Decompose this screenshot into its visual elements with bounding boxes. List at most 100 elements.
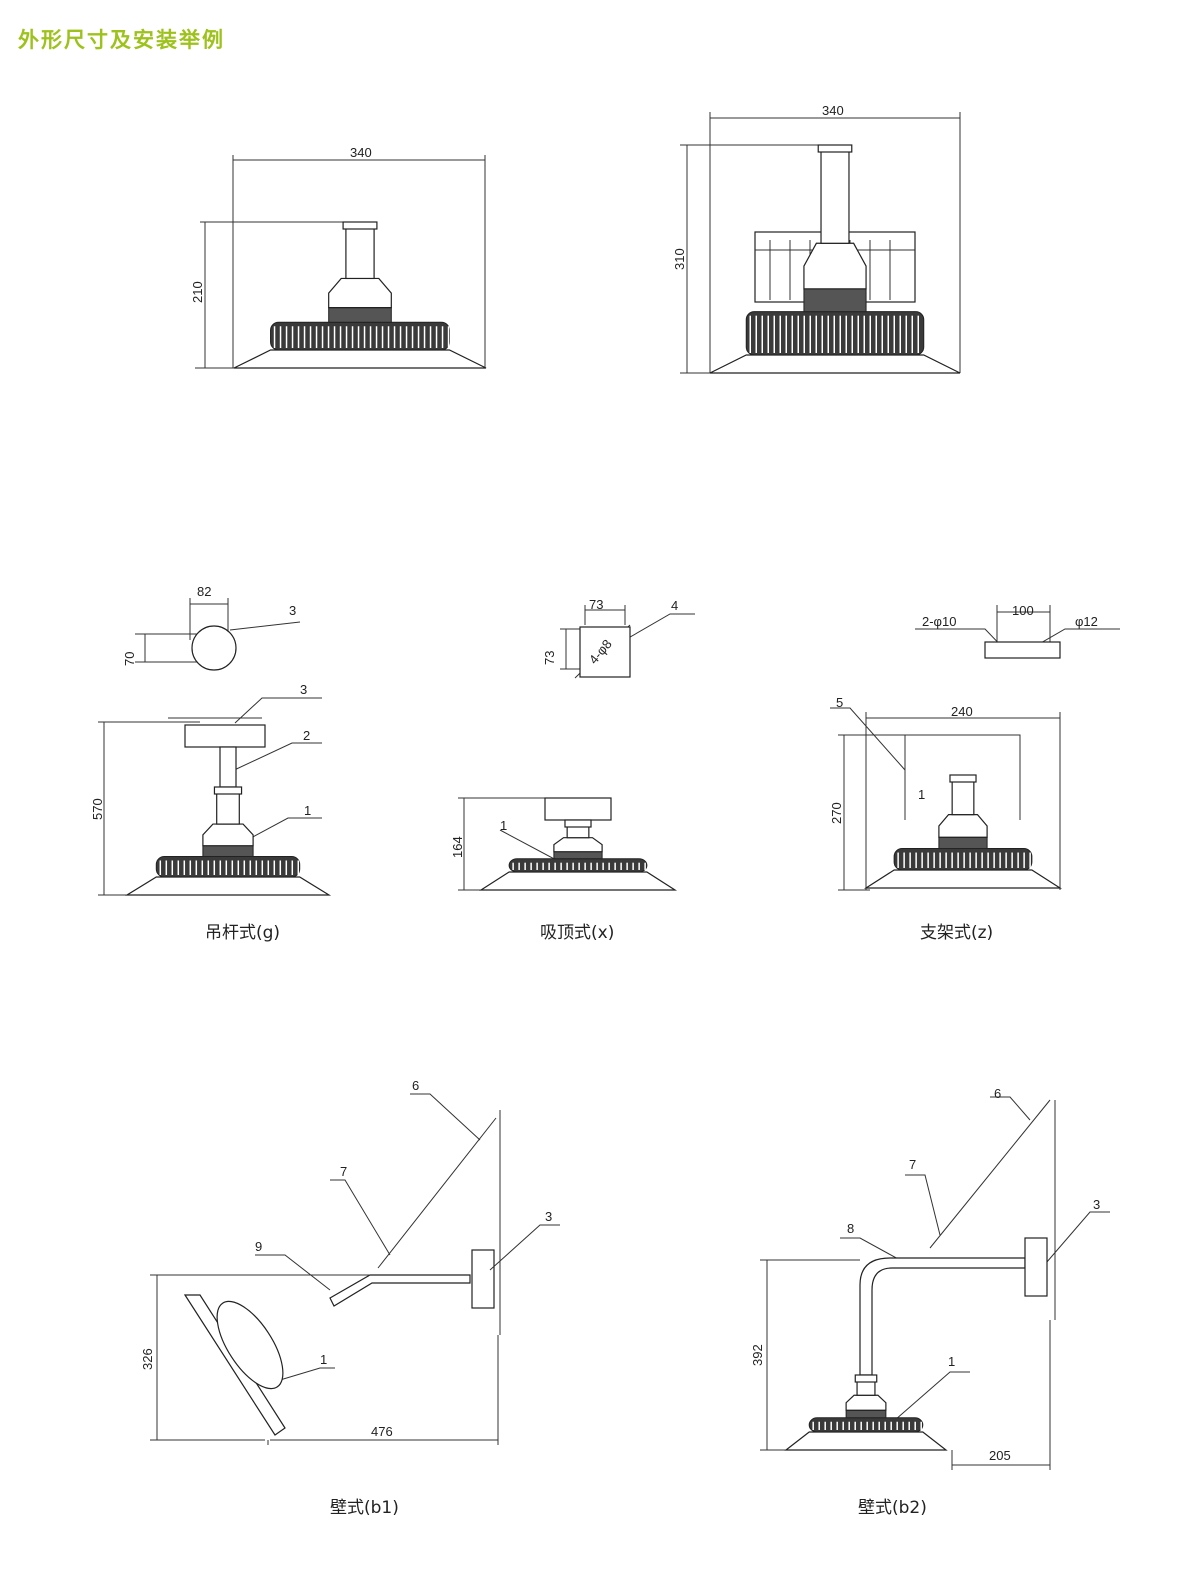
driver-ring [202,845,254,857]
caption: 壁式(b2) [858,1498,927,1518]
clamp-dims [135,598,301,663]
reflector [784,1431,948,1451]
caption: 吊杆式(g) [205,923,280,943]
spacing-label: 100 [1012,603,1034,618]
lamp-drawing [478,819,678,891]
lamp-body [553,837,603,853]
height-label: 164 [450,836,465,858]
lamp-body [938,814,988,838]
part-label: 1 [304,803,311,818]
arm [329,1274,471,1307]
caption: 吸顶式(x) [540,923,614,943]
cable-gland [566,825,590,839]
lamp-body [845,1394,887,1411]
lamp-drawing [709,144,961,374]
part-label: 5 [836,695,843,710]
figure-b1: 6 7 3 9 1 326 476 壁式(b1) [140,1078,560,1518]
part-label: 6 [994,1086,1001,1101]
wall-box [1024,1237,1048,1297]
figure-top-right: 340 310 [672,103,961,374]
part-label: 3 [1093,1197,1100,1212]
reflector [233,349,487,369]
lamp-body [803,242,867,290]
part-label: 6 [412,1078,419,1093]
gland-cap [213,786,243,795]
gland-cap [854,1374,878,1383]
dim-lines [830,707,1061,891]
chain-and-leaders [840,1096,1110,1421]
dim-lines [458,797,576,891]
dimension-lines [680,112,961,374]
lamp-tilted [216,1300,284,1390]
part-label: 3 [289,603,296,618]
height-label: 210 [190,281,205,303]
clamp [191,625,237,671]
cable-gland [820,150,850,244]
width-label: 205 [989,1448,1011,1463]
dim-lines [760,1259,1051,1470]
part-label: 1 [948,1354,955,1369]
part-label: 3 [545,1209,552,1224]
reflector [124,876,332,896]
box-dims [560,605,695,679]
driver-ring [328,307,392,323]
lamp-drawing [863,774,1063,889]
holes-label: 2-φ10 [922,614,956,629]
wall-box [471,1249,495,1309]
gland-cap [564,819,592,828]
part-label: 4 [671,598,678,613]
lamp-drawing [124,786,332,896]
chain-and-leaders [330,1093,497,1269]
dim-lines [150,1224,560,1445]
reflector [478,871,678,891]
caption: 壁式(b1) [330,1498,399,1518]
width-label: 340 [822,103,844,118]
hole-label: φ12 [1075,614,1098,629]
width-label: 340 [350,145,372,160]
heatsink [270,321,450,351]
part-label: 3 [300,682,307,697]
figure-z: 2-φ10 100 φ12 5 240 270 1 支架式(z) [829,603,1120,943]
lamp-drawing [233,221,487,369]
part-label: 2 [303,728,310,743]
page-title: 外形尺寸及安装举例 [18,28,225,52]
height-label: 326 [140,1348,155,1370]
cable-gland [951,780,975,816]
part-label: 7 [340,1164,347,1179]
ceiling-box [544,797,612,821]
driver-ring [803,288,867,313]
clamp-width-label: 82 [197,584,211,599]
part-label: 1 [500,818,507,833]
ceiling-clamp [184,724,266,748]
heatsink [893,848,1033,871]
lamp-drawing [784,1374,948,1451]
gland-cap [817,144,853,153]
height-label: 270 [829,802,844,824]
height-label: 570 [90,798,105,820]
lamp-body [202,823,254,847]
part-label: 7 [909,1157,916,1172]
caption: 支架式(z) [920,923,993,943]
box-height-label: 73 [542,651,557,665]
part-label: 8 [847,1221,854,1236]
cable-gland [216,792,240,825]
figure-top-left: 340 210 [190,145,487,369]
clamp-height-label: 70 [122,652,137,666]
arm [859,1257,1026,1376]
cable-gland [856,1380,876,1396]
figure-g: 82 70 3 3 2 1 570 吊杆式(g) [90,584,332,943]
bracket-plate [984,641,1061,659]
reflector-tilted [183,1294,286,1436]
driver-ring [938,836,988,850]
reflector [709,354,961,374]
driver-ring [845,1409,887,1419]
heatsink [508,858,648,873]
gland-cap [342,221,378,230]
cable-gland [345,227,375,280]
lamp-body [328,277,392,309]
junction-box [579,626,631,678]
gland-cap [949,774,977,783]
box-width-label: 73 [589,597,603,612]
reflector [863,869,1063,889]
height-label: 392 [750,1344,765,1366]
